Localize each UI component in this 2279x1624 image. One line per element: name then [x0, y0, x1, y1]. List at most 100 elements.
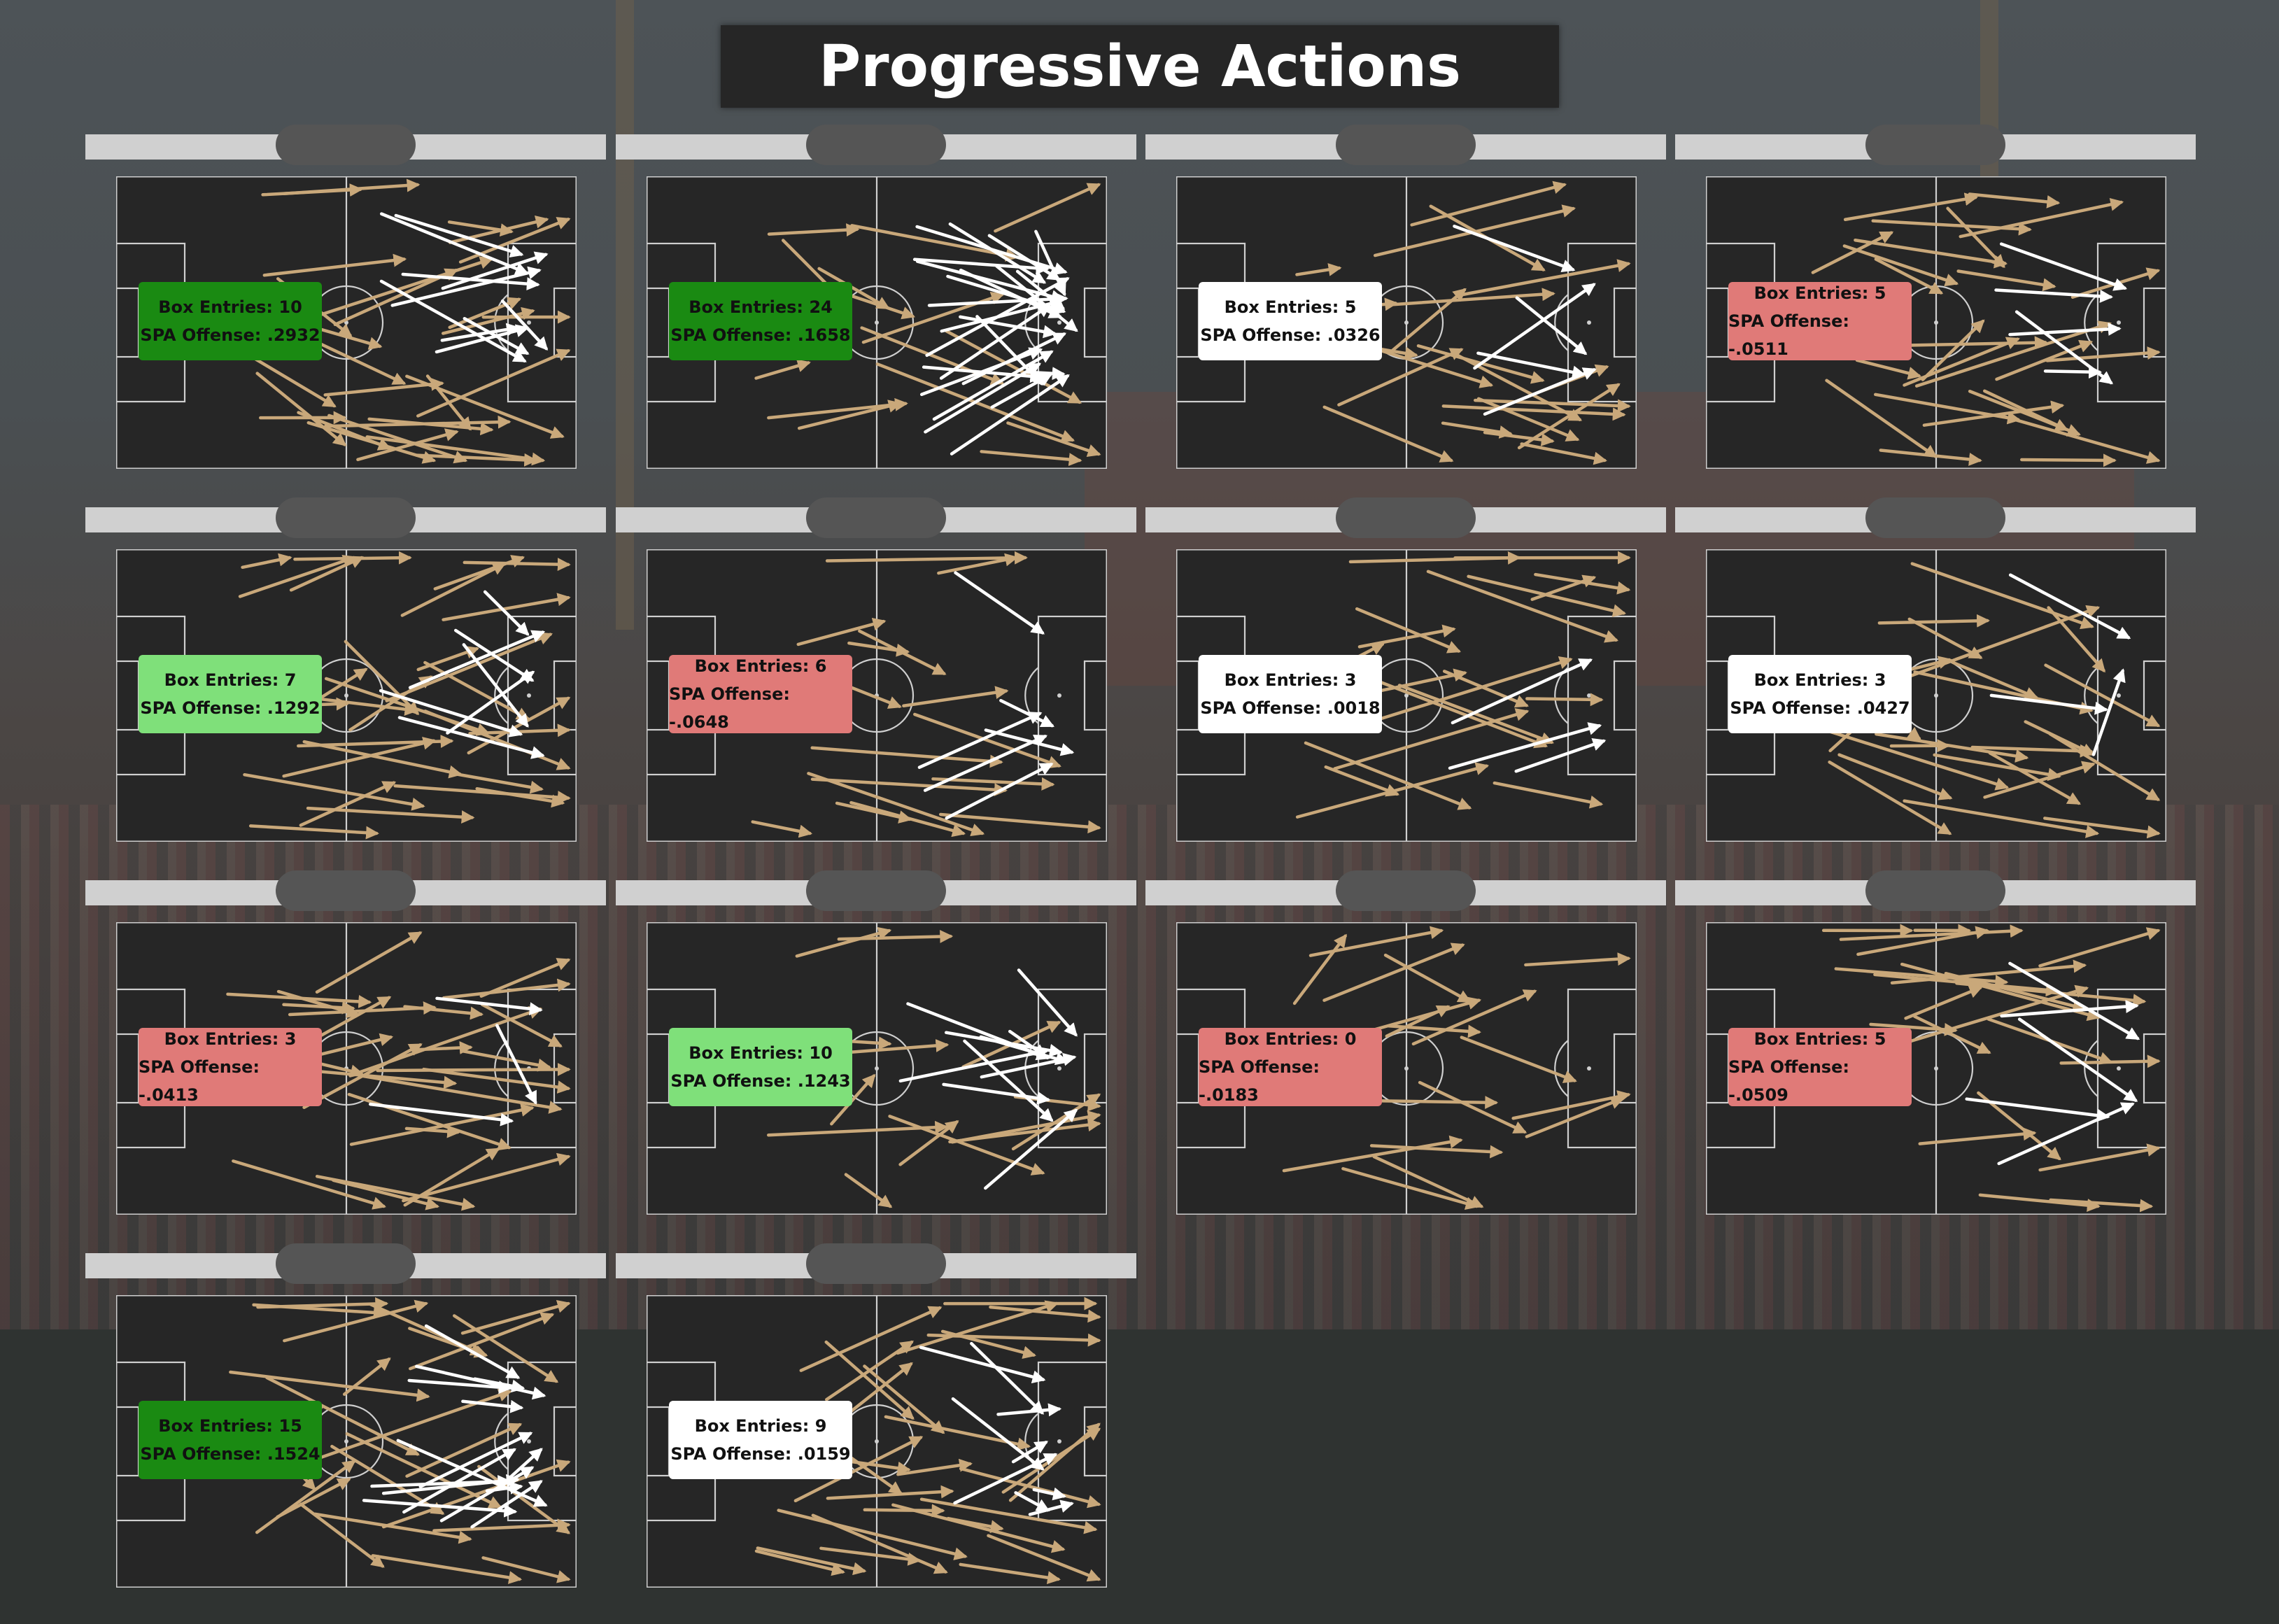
right-penalty-spot — [2117, 693, 2121, 698]
progressive-arrow — [1376, 656, 1573, 721]
right-goal-area — [1083, 1406, 1107, 1477]
box-entries-label: Box Entries: 9 — [694, 1416, 827, 1436]
progressive-arrow — [756, 1546, 867, 1576]
progressive-arrow — [1441, 404, 1626, 421]
progressive-arrow — [1387, 1024, 1481, 1038]
box-entry-arrow — [961, 332, 1067, 386]
box-entry-arrow — [951, 1397, 1045, 1471]
progressive-arrow — [1333, 708, 1530, 770]
spa-offense-label: SPA Offense: .0427 — [1730, 698, 1910, 718]
box-entry-arrow — [1014, 1491, 1050, 1512]
right-penalty-spot — [1057, 693, 1061, 698]
progressive-arrow — [1355, 607, 1461, 654]
progressive-arrow — [931, 777, 1055, 791]
box-entries-label: Box Entries: 3 — [1754, 670, 1886, 690]
box-entry-arrow — [368, 1102, 514, 1127]
progressive-arrow — [826, 1485, 954, 1500]
progressive-arrow — [797, 400, 902, 430]
progressive-arrow — [2059, 1054, 2161, 1068]
box-entry-arrow — [996, 1403, 1062, 1417]
redacted-team-name — [1865, 497, 2005, 538]
progressive-arrow — [1511, 1090, 1631, 1120]
progressive-arrow — [1524, 952, 1631, 967]
progressive-arrow — [1348, 551, 1521, 565]
right-penalty-arc — [494, 1413, 509, 1470]
progressive-arrow — [477, 1464, 571, 1534]
progressive-arrow — [262, 253, 407, 277]
progressive-arrow — [891, 1503, 1066, 1553]
box-entry-arrow — [945, 763, 1054, 820]
progressive-arrow — [807, 772, 985, 837]
redacted-team-name — [1336, 870, 1476, 911]
progressive-arrow — [1946, 206, 2005, 269]
progressive-arrow — [1970, 744, 2094, 758]
progressive-arrow — [1843, 192, 1978, 221]
progressive-arrow — [400, 562, 507, 617]
box-entry-arrow — [954, 571, 1045, 635]
box-entries-label: Box Entries: 0 — [1224, 1029, 1357, 1049]
progressive-arrow — [1410, 181, 1567, 227]
progressive-arrow — [1369, 1144, 1504, 1159]
progressive-arrow — [299, 781, 397, 827]
progressive-arrow — [302, 740, 463, 779]
progressive-arrow — [323, 377, 444, 397]
center-spot — [875, 1439, 879, 1443]
right-penalty-area — [2096, 988, 2166, 1149]
spa-offense-label: SPA Offense: .1292 — [140, 698, 320, 718]
progressive-arrow — [1855, 358, 1921, 380]
progressive-arrow — [830, 1073, 876, 1126]
progressive-arrow — [989, 1305, 1101, 1323]
box-entry-arrow — [1994, 288, 2114, 303]
box-entry-arrow — [923, 734, 1048, 792]
progressive-arrow — [442, 978, 571, 1000]
progressive-arrow — [2044, 663, 2161, 728]
spa-offense-label: SPA Offense: .1524 — [140, 1444, 320, 1464]
box-entry-arrow — [1034, 230, 1066, 297]
progressive-arrow — [2038, 1143, 2161, 1172]
right-penalty-spot — [2117, 320, 2121, 325]
progressive-arrow — [796, 617, 887, 647]
box-entry-arrow — [979, 1035, 1069, 1066]
progressive-arrow — [276, 1478, 351, 1519]
spa-offense-label: SPA Offense: -.0511 — [1728, 311, 1849, 359]
progressive-arrow — [342, 1357, 391, 1396]
box-entry-arrow — [495, 1024, 537, 1105]
progressive-arrow — [980, 450, 1082, 467]
progressive-arrow — [409, 1312, 555, 1371]
background-light-pole — [616, 0, 634, 630]
progressive-arrow — [480, 1003, 563, 1047]
progressive-arrow — [376, 1063, 571, 1076]
box-entry-arrow — [418, 1432, 533, 1489]
progressive-arrow — [1337, 348, 1464, 407]
right-penalty-area — [2096, 615, 2166, 776]
box-entry-arrow — [1965, 1097, 2110, 1122]
progressive-arrow — [1282, 1135, 1463, 1173]
progressive-arrow — [898, 1120, 959, 1166]
progressive-arrow — [766, 1120, 949, 1137]
box-entry-arrow — [984, 728, 1075, 756]
box-entry-arrow — [1997, 1102, 2135, 1166]
center-spot — [875, 320, 879, 325]
progressive-arrow — [232, 1159, 386, 1210]
right-penalty-spot — [1587, 1066, 1591, 1071]
progressive-arrow — [1877, 614, 1990, 628]
redacted-team-name — [806, 497, 946, 538]
progressive-arrow — [313, 1512, 472, 1544]
box-entry-arrow — [407, 1378, 512, 1394]
stat-badge: Box Entries: 3 SPA Offense: .0427 — [1728, 655, 1912, 733]
progressive-arrow — [1977, 1091, 2061, 1161]
progressive-actions — [1284, 181, 1631, 465]
box-entries-label: Box Entries: 5 — [1224, 297, 1357, 317]
progressive-arrow — [1875, 732, 2029, 763]
spa-offense-label: SPA Offense: -.0509 — [1728, 1057, 1849, 1105]
right-penalty-area — [1567, 988, 1637, 1149]
box-entry-arrow — [1017, 968, 1078, 1037]
progressive-arrow — [1460, 1036, 1577, 1083]
box-entries-label: Box Entries: 5 — [1754, 283, 1886, 303]
